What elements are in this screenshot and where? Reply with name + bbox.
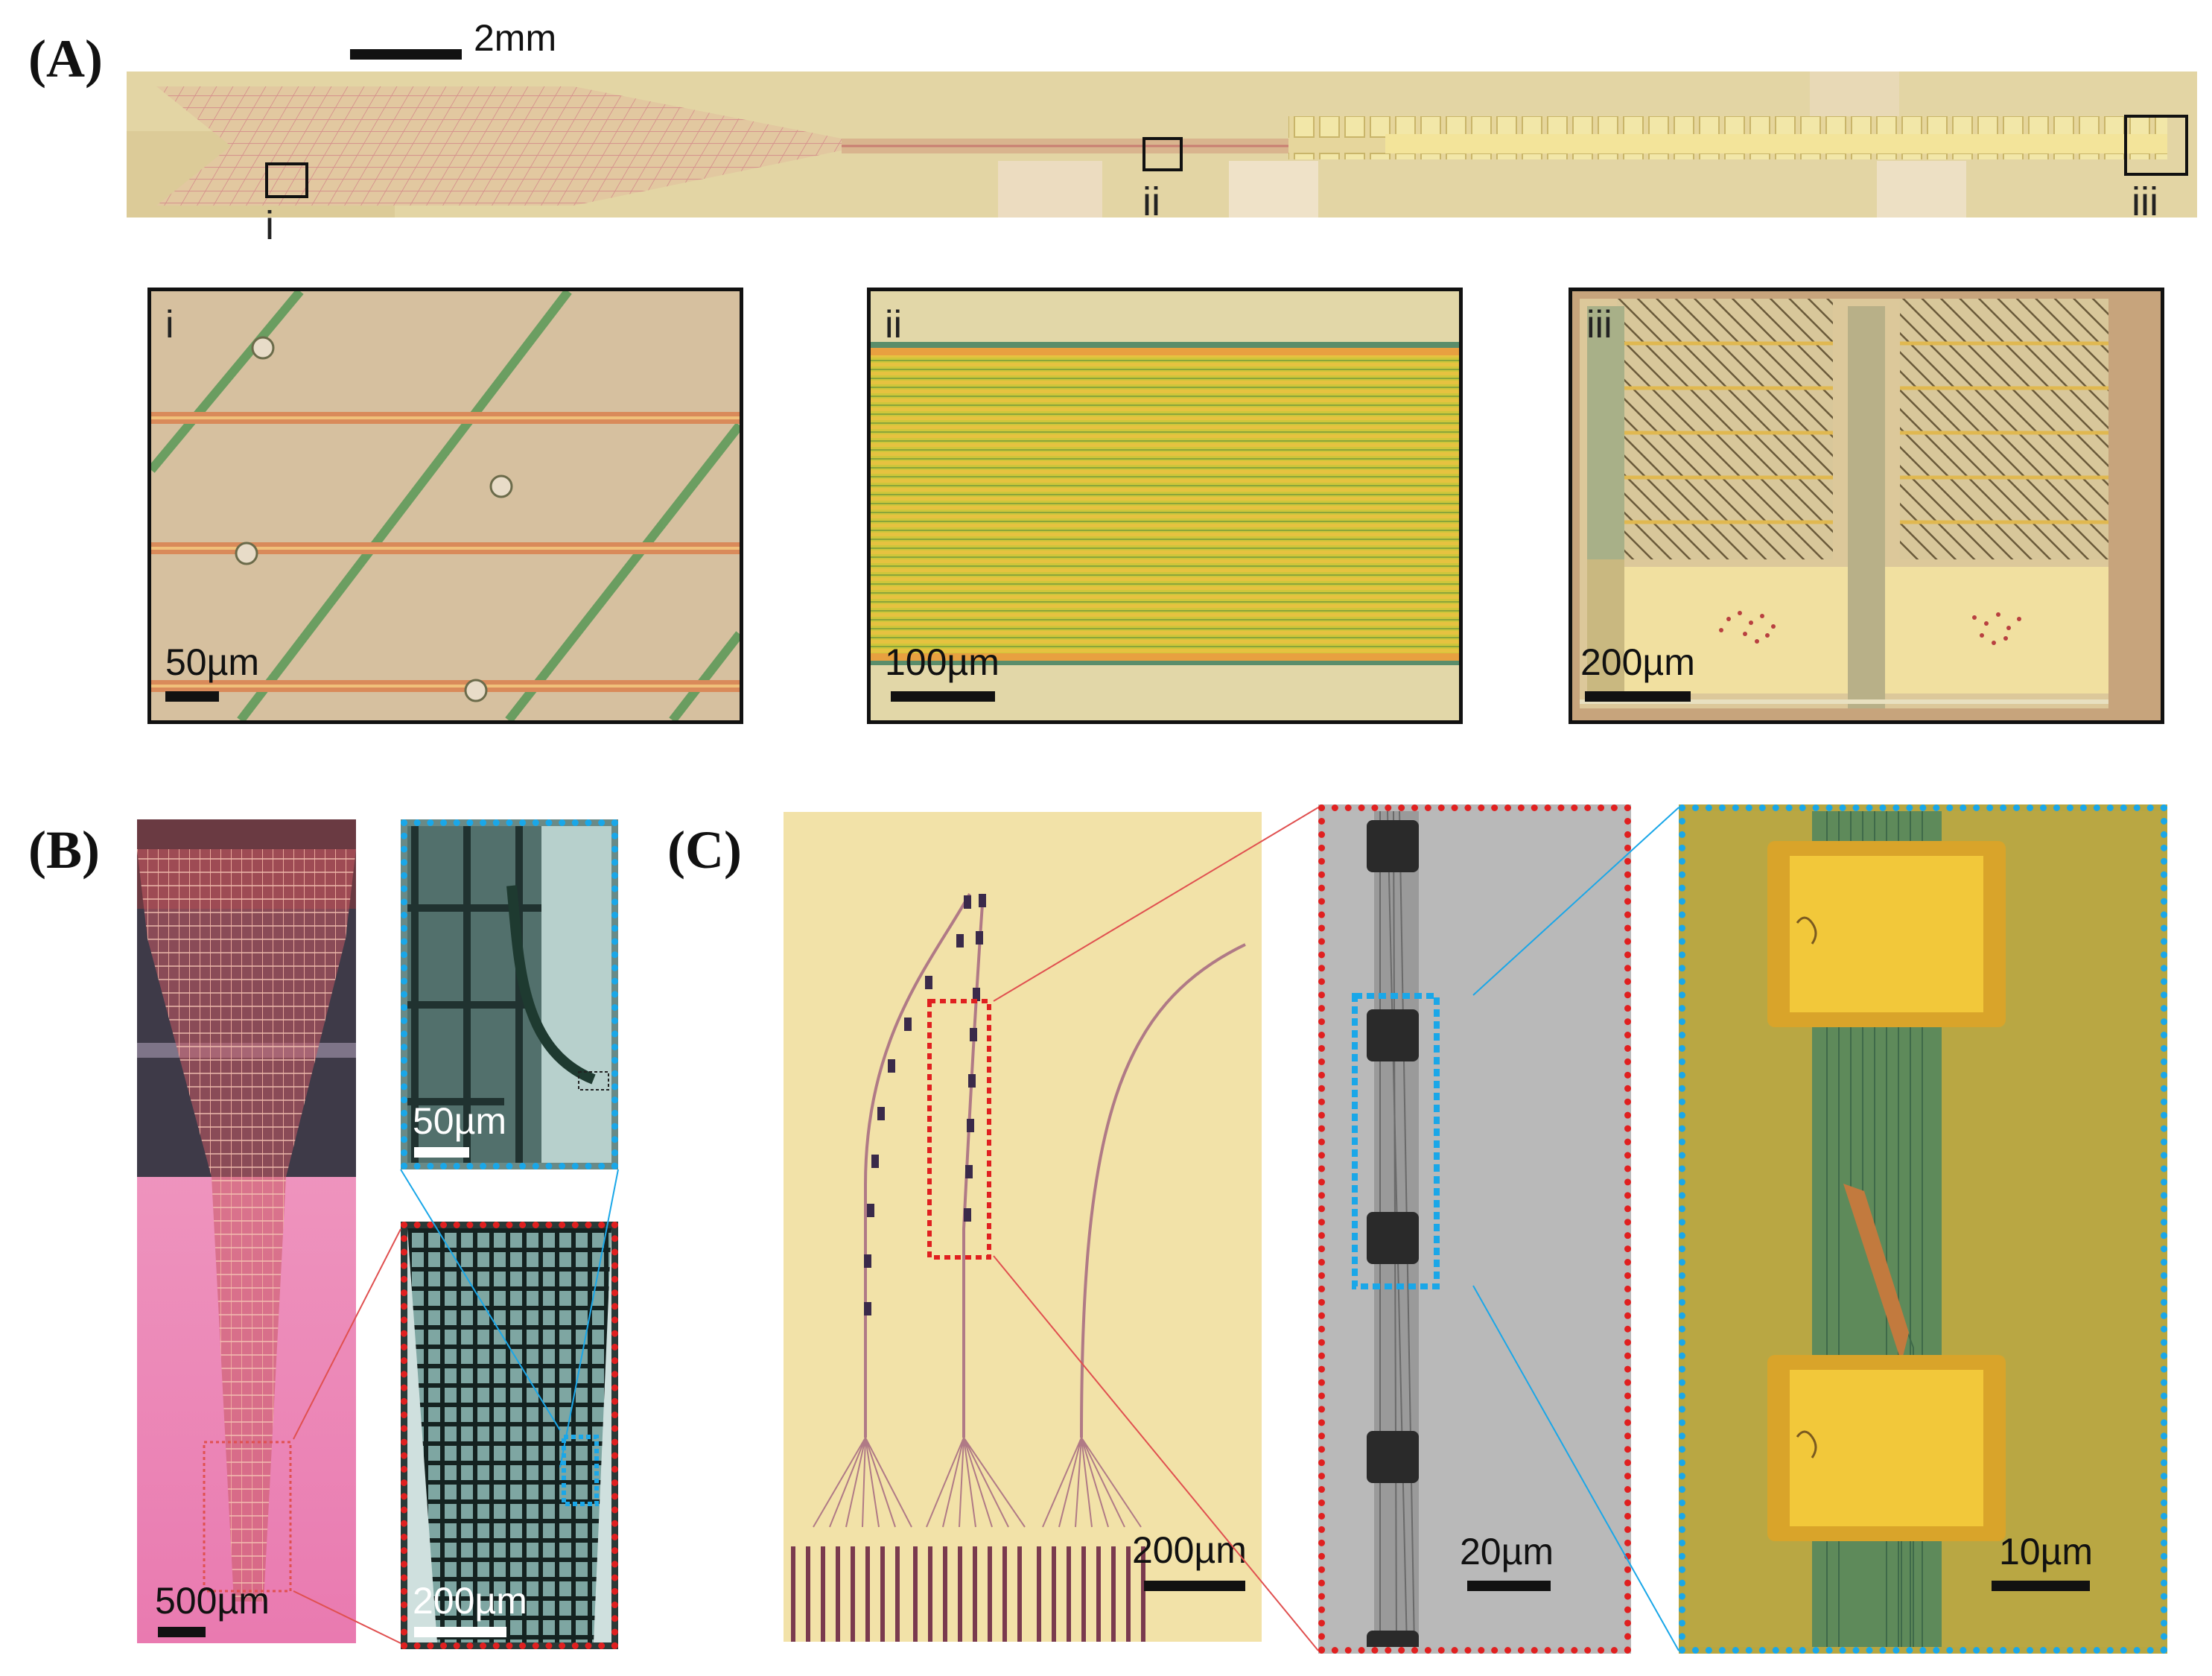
panel-c-inset-right-blue (1679, 804, 2167, 1654)
scalebar-a-bar (350, 49, 462, 60)
inset-iii-label: iii (1586, 303, 1612, 346)
inset-ii-scalebar-bar (891, 691, 995, 702)
callout-box-i (265, 162, 308, 198)
panel-b-scalebar-bar (158, 1627, 206, 1637)
inset-ii-label: ii (885, 303, 903, 346)
inset-iii-scalebar-bar (1585, 691, 1691, 702)
panel-b-inset-bottom-red (401, 1222, 618, 1649)
callout-label-iii: iii (2132, 180, 2158, 224)
callout-box-ii (1142, 137, 1183, 171)
panel-c-inset-mid-scalebar-text: 20µm (1460, 1531, 1554, 1572)
panel-b-inset-bottom-scalebar-bar (414, 1627, 506, 1637)
inset-iii-scalebar-text: 200µm (1580, 641, 1695, 683)
panel-c-inset-mid-scalebar-bar (1467, 1581, 1551, 1591)
panel-c-scalebar-bar (1144, 1581, 1245, 1591)
panel-c-inset-right-scalebar-text: 10µm (1999, 1531, 2094, 1572)
scalebar-a-text: 2mm (474, 17, 557, 59)
panel-b-inset-bottom-scalebar-text: 200µm (413, 1580, 527, 1622)
inset-iii-electrode-pads (1569, 288, 2164, 724)
panel-label-b: (B) (28, 820, 100, 880)
panel-b-injected-mesh-photo (137, 819, 356, 1643)
inset-ii-scalebar-text: 100µm (885, 641, 999, 683)
panel-c-probe-photo (784, 812, 1262, 1642)
panel-b-inset-top-scalebar-bar (414, 1147, 469, 1158)
panel-label-c: (C) (667, 820, 742, 880)
panel-label-a: (A) (28, 29, 103, 89)
inset-i-mesh-nodes (147, 288, 743, 724)
callout-label-i: i (265, 203, 274, 248)
panel-a-device-strip (127, 72, 2197, 218)
panel-c-inset-right-scalebar-bar (1992, 1581, 2090, 1591)
inset-ii-interconnect-lines (867, 288, 1463, 724)
inset-i-label: i (165, 303, 174, 346)
inset-i-scalebar-bar (165, 691, 219, 702)
panel-c-scalebar-text: 200µm (1132, 1529, 1247, 1571)
callout-box-iii (2124, 115, 2188, 176)
panel-b-inset-top-blue (401, 819, 618, 1169)
panel-b-inset-top-scalebar-text: 50µm (413, 1100, 507, 1142)
inset-i-scalebar-text: 50µm (165, 641, 260, 683)
panel-c-inset-mid-red (1318, 804, 1631, 1654)
panel-b-scalebar-text: 500µm (155, 1580, 270, 1622)
callout-label-ii: ii (1142, 180, 1160, 224)
